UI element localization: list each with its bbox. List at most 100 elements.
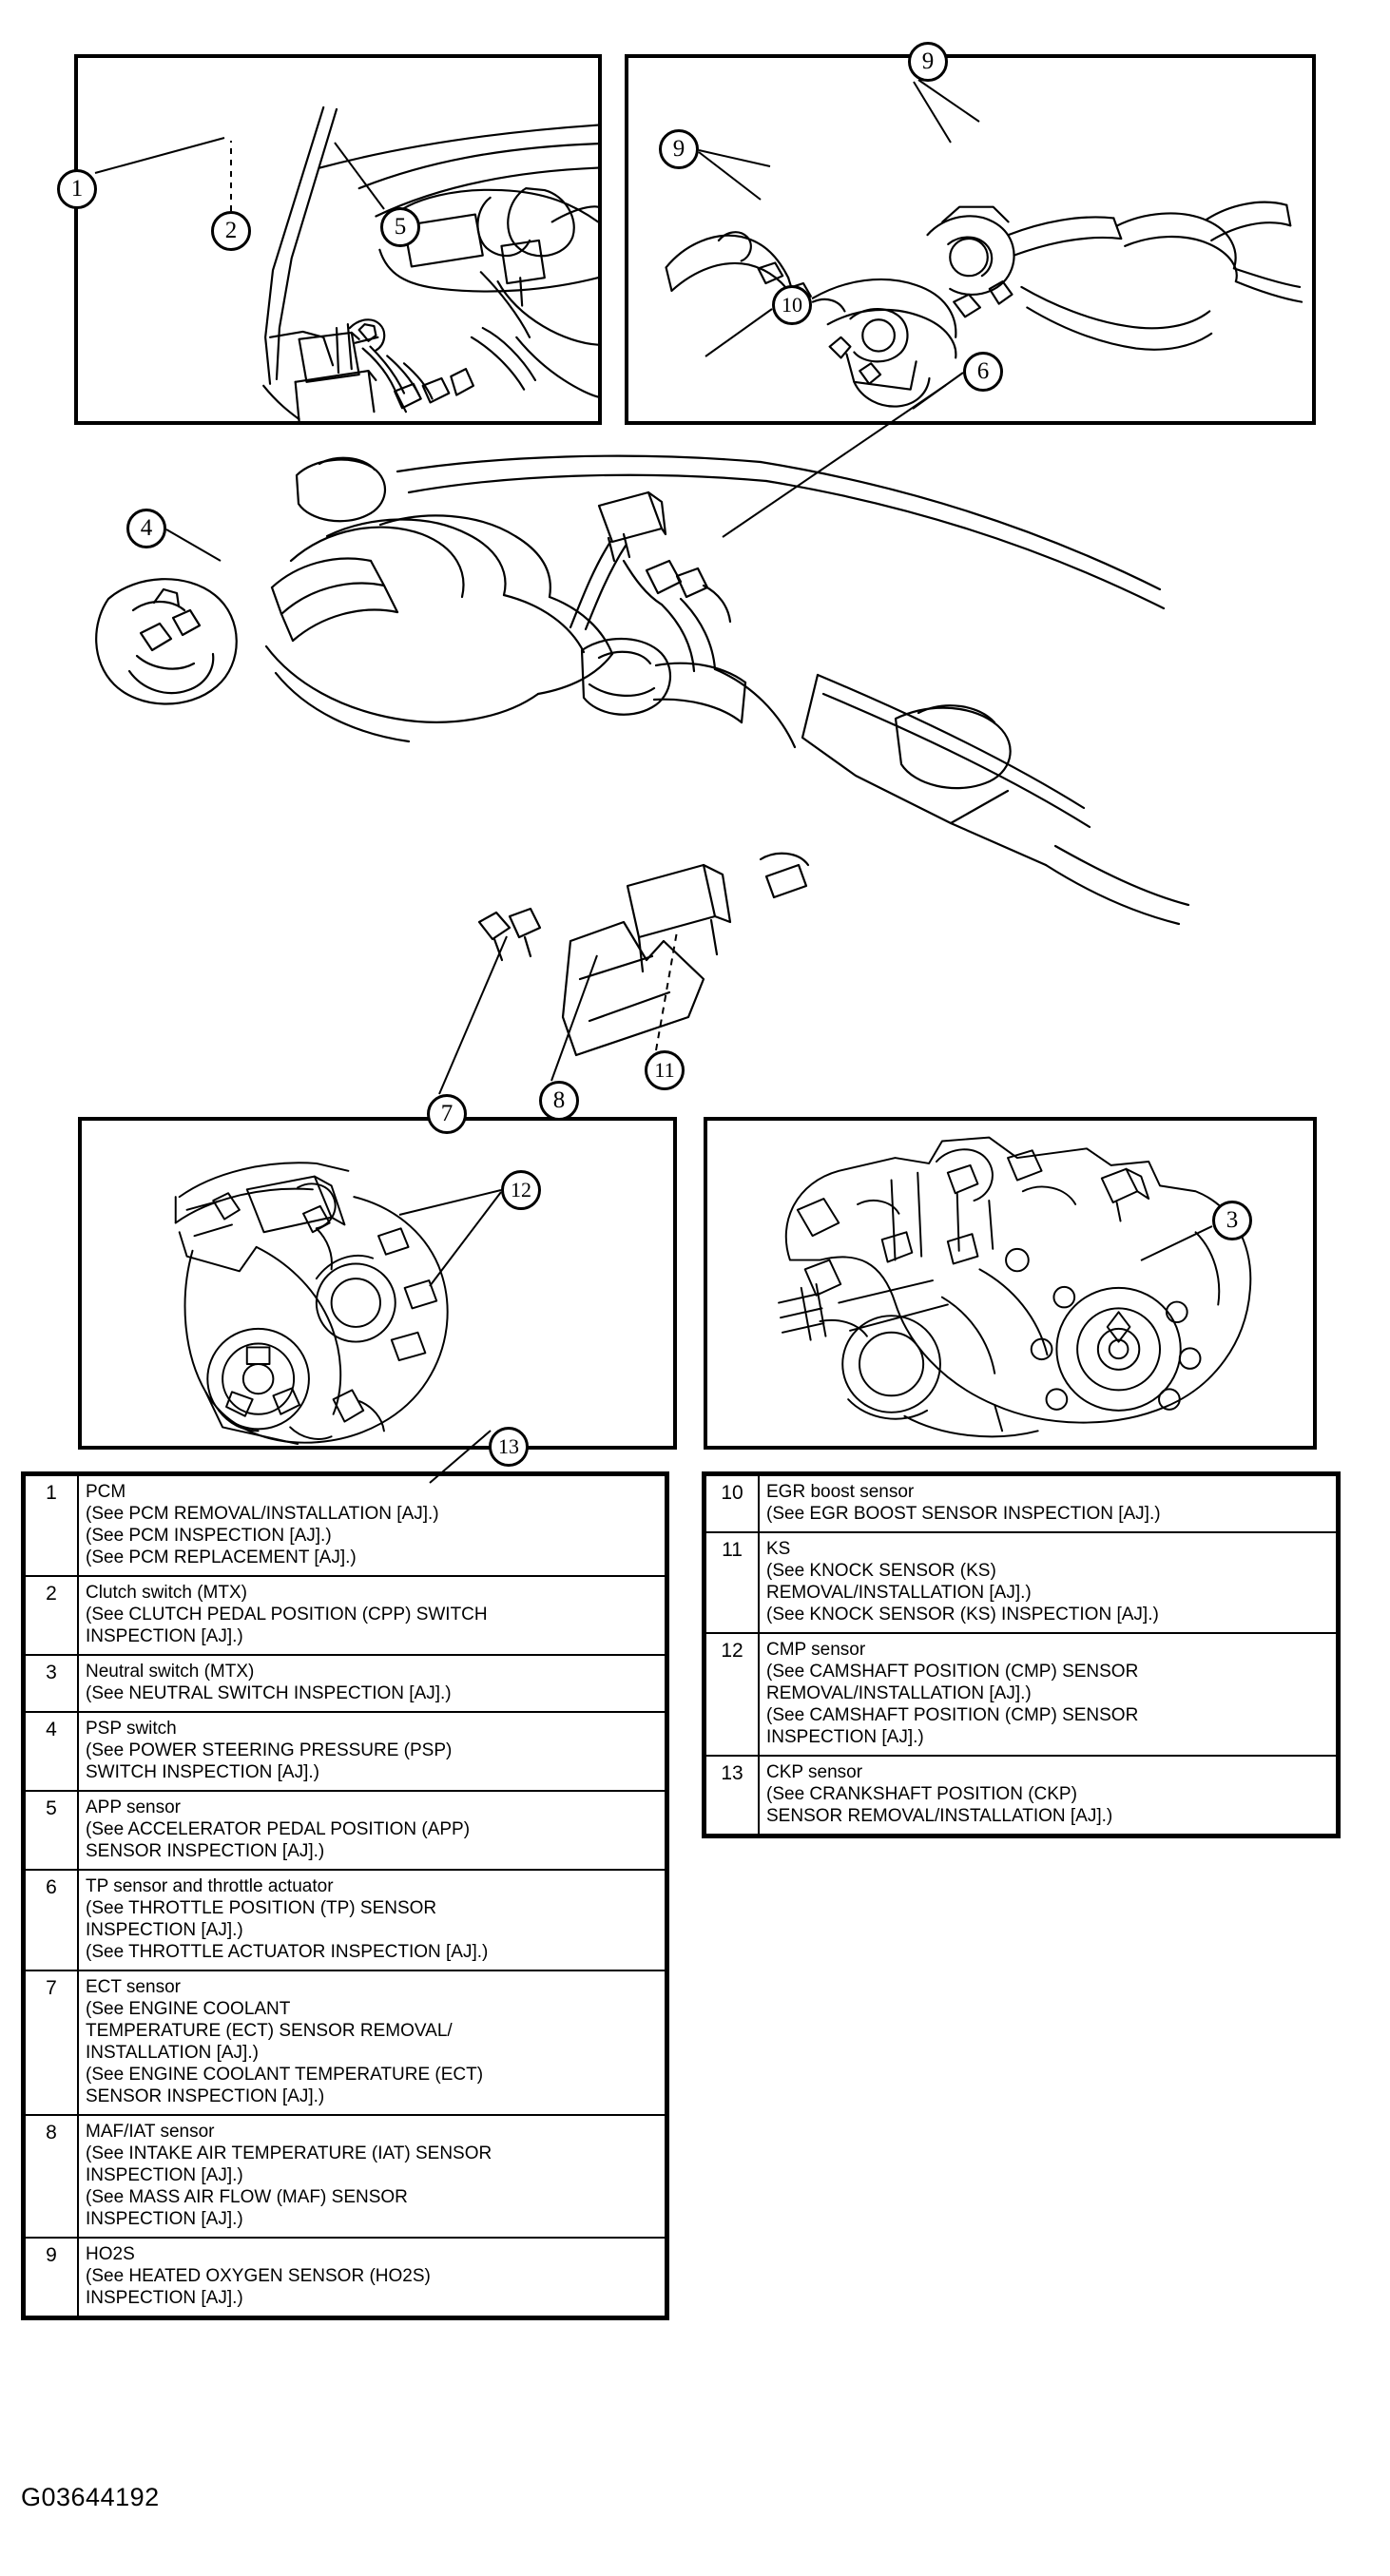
legend-ref: INSPECTION [AJ].): [86, 2165, 243, 2185]
table-row: 7 ECT sensor (See ENGINE COOLANT TEMPERA…: [24, 1970, 666, 2116]
legend-ref: (See PCM REMOVAL/INSTALLATION [AJ].): [86, 1504, 439, 1524]
legend-number: 10: [705, 1474, 760, 1533]
callout-12: 12: [501, 1170, 541, 1210]
legend-title: APP sensor: [86, 1797, 181, 1817]
legend-number: 12: [705, 1632, 760, 1757]
table-row: 2 Clutch switch (MTX) (See CLUTCH PEDAL …: [24, 1575, 666, 1656]
legend-ref: (See CLUTCH PEDAL POSITION (CPP) SWITCH: [86, 1605, 488, 1624]
legend-description: Clutch switch (MTX) (See CLUTCH PEDAL PO…: [77, 1575, 666, 1656]
legend-ref: TEMPERATURE (ECT) SENSOR REMOVAL/: [86, 2021, 453, 2041]
legend-ref: (See THROTTLE POSITION (TP) SENSOR: [86, 1898, 437, 1918]
dashboard-line-art: [78, 58, 598, 421]
legend-number: 5: [24, 1790, 79, 1871]
legend-ref: (See KNOCK SENSOR (KS) INSPECTION [AJ].): [766, 1605, 1159, 1624]
legend-description: APP sensor (See ACCELERATOR PEDAL POSITI…: [77, 1790, 666, 1871]
table-row: 8 MAF/IAT sensor (See INTAKE AIR TEMPERA…: [24, 2114, 666, 2239]
legend-ref: (See CAMSHAFT POSITION (CMP) SENSOR: [766, 1705, 1139, 1725]
legend-ref: (See KNOCK SENSOR (KS): [766, 1561, 996, 1581]
legend-ref: INSPECTION [AJ].): [766, 1727, 924, 1747]
legend-ref: SENSOR INSPECTION [AJ].): [86, 2086, 325, 2106]
legend-number: 2: [24, 1575, 79, 1656]
legend-ref: INSPECTION [AJ].): [86, 2288, 243, 2308]
legend-ref: (See POWER STEERING PRESSURE (PSP): [86, 1740, 453, 1760]
callout-7: 7: [427, 1094, 467, 1134]
legend-description: HO2S (See HEATED OXYGEN SENSOR (HO2S) IN…: [77, 2237, 666, 2317]
legend-left-table: 1 PCM (See PCM REMOVAL/INSTALLATION [AJ]…: [24, 1474, 666, 2317]
legend-number: 4: [24, 1711, 79, 1792]
exhaust-line-art: [628, 58, 1312, 421]
legend-number: 3: [24, 1654, 79, 1713]
legend-title: Clutch switch (MTX): [86, 1583, 247, 1603]
legend-title: MAF/IAT sensor: [86, 2122, 215, 2142]
legend-ref: (See INTAKE AIR TEMPERATURE (IAT) SENSOR: [86, 2143, 492, 2163]
callout-9-upper: 9: [908, 42, 948, 82]
callout-9-lower: 9: [659, 129, 699, 169]
legend-title: PSP switch: [86, 1719, 177, 1739]
legend-title: PCM: [86, 1482, 126, 1502]
callout-3: 3: [1212, 1201, 1252, 1240]
legend-ref: (See ACCELERATOR PEDAL POSITION (APP): [86, 1819, 471, 1839]
legend-ref: INSPECTION [AJ].): [86, 1626, 243, 1646]
timing-cover-line-art: [82, 1121, 673, 1446]
legend-ref: SWITCH INSPECTION [AJ].): [86, 1762, 319, 1782]
callout-5: 5: [380, 207, 420, 247]
legend-number: 7: [24, 1970, 79, 2116]
legend-ref: REMOVAL/INSTALLATION [AJ].): [766, 1683, 1032, 1703]
legend-description: KS (See KNOCK SENSOR (KS) REMOVAL/INSTAL…: [758, 1531, 1338, 1634]
legend-ref: (See ENGINE COOLANT: [86, 1999, 291, 2019]
callout-11: 11: [645, 1050, 685, 1090]
legend-number: 13: [705, 1755, 760, 1836]
legend-description: EGR boost sensor (See EGR BOOST SENSOR I…: [758, 1474, 1338, 1533]
legend-description: PSP switch (See POWER STEERING PRESSURE …: [77, 1711, 666, 1792]
legend-description: CMP sensor (See CAMSHAFT POSITION (CMP) …: [758, 1632, 1338, 1757]
legend-description: PCM (See PCM REMOVAL/INSTALLATION [AJ].)…: [77, 1474, 666, 1577]
legend-ref: (See PCM INSPECTION [AJ].): [86, 1526, 332, 1546]
legend-title: CKP sensor: [766, 1762, 863, 1782]
legend-table-left: 1 PCM (See PCM REMOVAL/INSTALLATION [AJ]…: [21, 1471, 669, 2320]
table-row: 4 PSP switch (See POWER STEERING PRESSUR…: [24, 1711, 666, 1792]
legend-right-table: 10 EGR boost sensor (See EGR BOOST SENSO…: [705, 1474, 1338, 1836]
table-row: 3 Neutral switch (MTX) (See NEUTRAL SWIT…: [24, 1654, 666, 1713]
table-row: 1 PCM (See PCM REMOVAL/INSTALLATION [AJ]…: [24, 1474, 666, 1577]
legend-ref: INSPECTION [AJ].): [86, 2209, 243, 2229]
legend-title: EGR boost sensor: [766, 1482, 915, 1502]
dashboard-panel: [74, 54, 602, 425]
legend-ref: (See CAMSHAFT POSITION (CMP) SENSOR: [766, 1662, 1139, 1682]
callout-13: 13: [489, 1427, 529, 1467]
table-row: 5 APP sensor (See ACCELERATOR PEDAL POSI…: [24, 1790, 666, 1871]
callout-4: 4: [126, 509, 166, 548]
legend-title: ECT sensor: [86, 1977, 181, 1997]
legend-ref: (See CRANKSHAFT POSITION (CKP): [766, 1784, 1077, 1804]
table-row: 11 KS (See KNOCK SENSOR (KS) REMOVAL/INS…: [705, 1531, 1338, 1634]
legend-title: Neutral switch (MTX): [86, 1662, 255, 1682]
table-row: 13 CKP sensor (See CRANKSHAFT POSITION (…: [705, 1755, 1338, 1836]
legend-title: HO2S: [86, 2244, 135, 2264]
table-row: 9 HO2S (See HEATED OXYGEN SENSOR (HO2S) …: [24, 2237, 666, 2317]
legend-number: 11: [705, 1531, 760, 1634]
transaxle-panel: [704, 1117, 1317, 1450]
legend-description: ECT sensor (See ENGINE COOLANT TEMPERATU…: [77, 1970, 666, 2116]
table-row: 10 EGR boost sensor (See EGR BOOST SENSO…: [705, 1474, 1338, 1533]
legend-ref: (See ENGINE COOLANT TEMPERATURE (ECT): [86, 2065, 484, 2085]
legend-ref: SENSOR REMOVAL/INSTALLATION [AJ].): [766, 1806, 1113, 1826]
legend-number: 8: [24, 2114, 79, 2239]
legend-table-right: 10 EGR boost sensor (See EGR BOOST SENSO…: [702, 1471, 1341, 1838]
legend-description: Neutral switch (MTX) (See NEUTRAL SWITCH…: [77, 1654, 666, 1713]
legend-number: 9: [24, 2237, 79, 2317]
legend-ref: (See HEATED OXYGEN SENSOR (HO2S): [86, 2266, 431, 2286]
legend-description: TP sensor and throttle actuator (See THR…: [77, 1869, 666, 1971]
callout-6: 6: [963, 352, 1003, 392]
table-row: 12 CMP sensor (See CAMSHAFT POSITION (CM…: [705, 1632, 1338, 1757]
legend-ref: (See THROTTLE ACTUATOR INSPECTION [AJ].): [86, 1942, 489, 1962]
table-row: 6 TP sensor and throttle actuator (See T…: [24, 1869, 666, 1971]
callout-1: 1: [57, 169, 97, 209]
legend-ref: REMOVAL/INSTALLATION [AJ].): [766, 1583, 1032, 1603]
legend-title: TP sensor and throttle actuator: [86, 1876, 334, 1896]
legend-ref: INSTALLATION [AJ].): [86, 2043, 259, 2063]
legend-ref: (See EGR BOOST SENSOR INSPECTION [AJ].): [766, 1504, 1161, 1524]
legend-title: KS: [766, 1539, 791, 1559]
engine-compartment-line-art: [95, 447, 1312, 1093]
legend-title: CMP sensor: [766, 1640, 866, 1660]
timing-cover-panel: [78, 1117, 677, 1450]
